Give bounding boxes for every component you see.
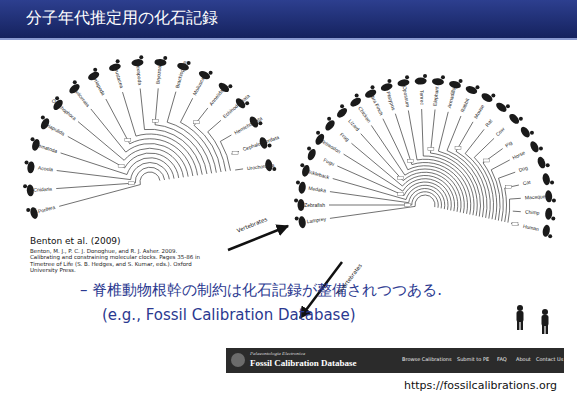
clade-label: Vertebrates — [236, 216, 268, 234]
taxon-label: Zebrafish — [304, 203, 325, 208]
organism-silhouette — [545, 190, 553, 202]
taxon-label: Rat — [485, 119, 494, 128]
organism-silhouette — [298, 216, 307, 229]
organism-silhouette — [529, 140, 541, 154]
taxon-label: Cow — [495, 127, 506, 138]
organism-silhouette — [536, 156, 547, 170]
taxon-label: Macaque — [525, 194, 546, 200]
human-silhouette — [542, 309, 549, 334]
taxon-label: Nematoda — [34, 142, 57, 154]
taxon-label: Human — [522, 223, 539, 231]
organism-silhouette — [542, 173, 551, 186]
organism-silhouette — [26, 184, 34, 196]
taxon-label: Chicken — [357, 106, 371, 124]
taxon-label: Porifera — [38, 205, 56, 214]
website-text: FAQ — [497, 357, 507, 363]
taxon-label: Chelicerata — [70, 85, 90, 108]
organism-silhouette — [480, 92, 494, 104]
organism-silhouette — [415, 77, 427, 84]
taxon-label: Chimp — [525, 209, 540, 215]
organism-silhouette — [323, 118, 336, 132]
taxon-label: Cnidaria — [33, 186, 52, 192]
website-text: Contact Us — [536, 357, 563, 363]
taxon-label: Medaka — [308, 186, 326, 193]
website-text: Submit to PE — [457, 357, 489, 363]
citation-text: Benton et al. (2009) — [30, 236, 121, 246]
taxon-label: Mouse — [473, 104, 485, 120]
organism-silhouette — [335, 106, 349, 119]
title-bar — [0, 0, 577, 38]
website-text: Browse Calibrations — [402, 357, 452, 363]
phylogeny-tree — [23, 55, 276, 219]
bullet-text: – 脊椎動物根幹の制約は化石記録が整備されつつある. — [80, 282, 442, 299]
organism-silhouette — [380, 82, 394, 92]
taxon-label: Annelida — [208, 88, 224, 106]
taxon-label: Myriapoda — [91, 74, 106, 97]
phylogeny-tree — [294, 74, 556, 238]
taxon-label: Frog — [339, 132, 350, 142]
organism-silhouette — [494, 101, 508, 114]
taxon-label: Echinodermata — [222, 94, 251, 120]
taxon-label: Pig — [504, 140, 513, 148]
taxon-label: Rabbit — [460, 98, 470, 113]
taxon-label: Zebra Finch — [367, 90, 383, 116]
taxon-label: Stickleback — [304, 168, 330, 180]
organism-silhouette — [298, 199, 305, 211]
taxon-label: Lamprey — [306, 216, 326, 224]
taxon-label: Priapulida — [44, 122, 66, 137]
taxon-label: Dog — [518, 165, 528, 173]
website-text: Fossil Calibration Database — [250, 358, 357, 368]
site-logo — [231, 353, 245, 367]
taxon-label: Crustacea — [112, 66, 123, 89]
website-text: About — [516, 357, 531, 363]
taxon-label: Bryozoa — [156, 66, 163, 85]
taxon-label: Lizard — [347, 119, 360, 132]
website-screenshot — [226, 348, 564, 373]
taxon-label: Cat — [522, 180, 531, 187]
organism-silhouette — [519, 125, 532, 139]
taxon-label: Hexapoda — [135, 62, 142, 85]
website-text: Palaeontologia Electronica — [250, 351, 305, 357]
taxon-label: Tenrec — [418, 90, 424, 105]
taxon-label: Opossum — [401, 85, 410, 107]
taxon-label: Mollusca — [192, 76, 205, 96]
url-text: https://fossilcalibrations.org — [404, 380, 557, 393]
taxon-label: Elephant — [433, 86, 440, 106]
taxon-label: Armadillo — [447, 87, 457, 108]
bullet-text: (e.g., Fossil Calibration Database) — [102, 307, 355, 324]
taxon-label: Acoela — [37, 166, 53, 173]
taxon-label: Fugu — [322, 157, 334, 166]
citation-text: Benton, M. J., P. C. J. Donoghue, and R.… — [30, 248, 202, 273]
taxon-label: Platypus — [386, 91, 397, 111]
taxon-label: Brachiopoda — [175, 60, 188, 88]
title-rule — [0, 38, 577, 40]
human-silhouette — [517, 305, 524, 330]
taxon-label: Hemichordata — [234, 115, 263, 135]
taxon-label: Horse — [512, 150, 526, 161]
taxon-label: Tetraodon — [320, 138, 342, 154]
slide-title: 分子年代推定用の化石記録 — [26, 9, 218, 27]
